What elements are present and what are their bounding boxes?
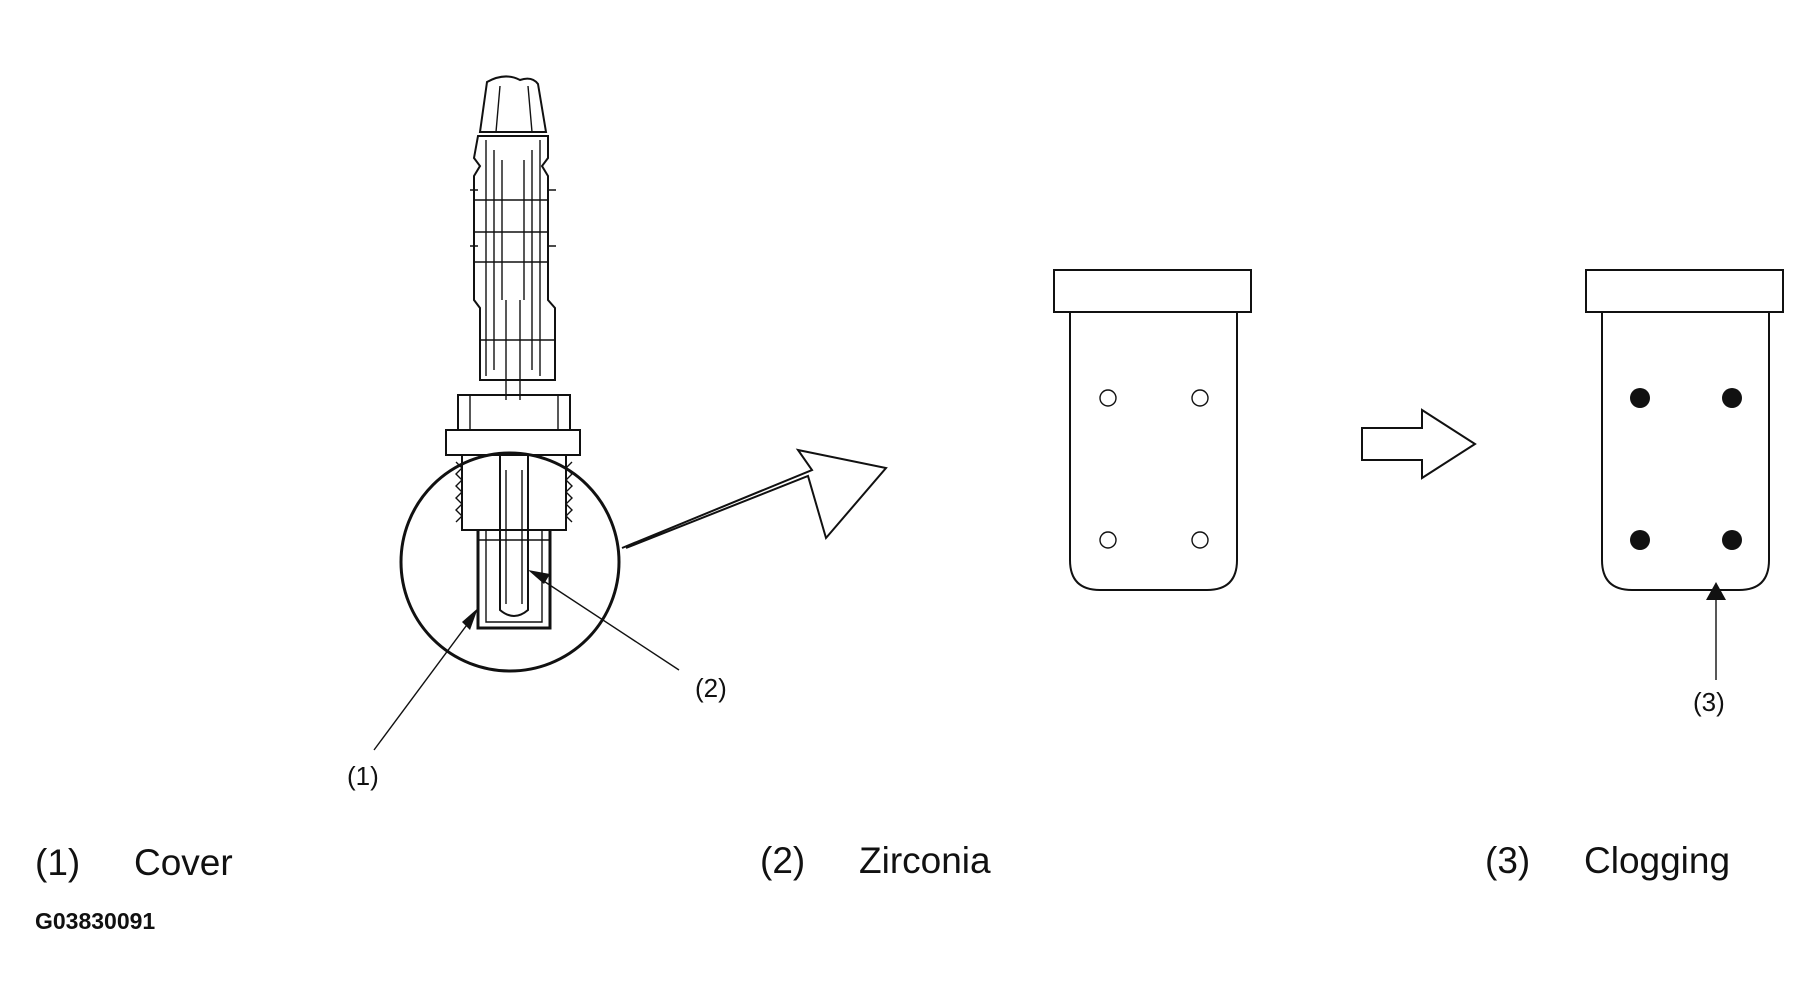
clean-element-drawing (1053, 269, 1252, 591)
magnify-arrow (621, 448, 888, 549)
callout-1-label: (1) (347, 761, 379, 791)
oxygen-sensor-drawing (399, 75, 621, 673)
legend-2-number: (2) (760, 840, 805, 881)
callout-1-leader (373, 608, 478, 751)
legend-3-number: (3) (1485, 840, 1530, 881)
legend: (1) Cover (2) Zirconia (3) Clogging (35, 840, 1730, 883)
callout-3-leader (1706, 582, 1726, 680)
legend-3-text: Clogging (1584, 840, 1730, 881)
clogged-element-drawing (1585, 269, 1784, 591)
legend-1-number: (1) (35, 842, 80, 883)
state-change-arrow (1361, 408, 1477, 480)
callout-2-leader (528, 570, 680, 671)
legend-1-text: Cover (134, 842, 233, 883)
callout-2-label: (2) (695, 673, 727, 703)
figure-id: G03830091 (35, 908, 155, 934)
callout-3-label: (3) (1693, 687, 1725, 717)
legend-2-text: Zirconia (859, 840, 991, 881)
